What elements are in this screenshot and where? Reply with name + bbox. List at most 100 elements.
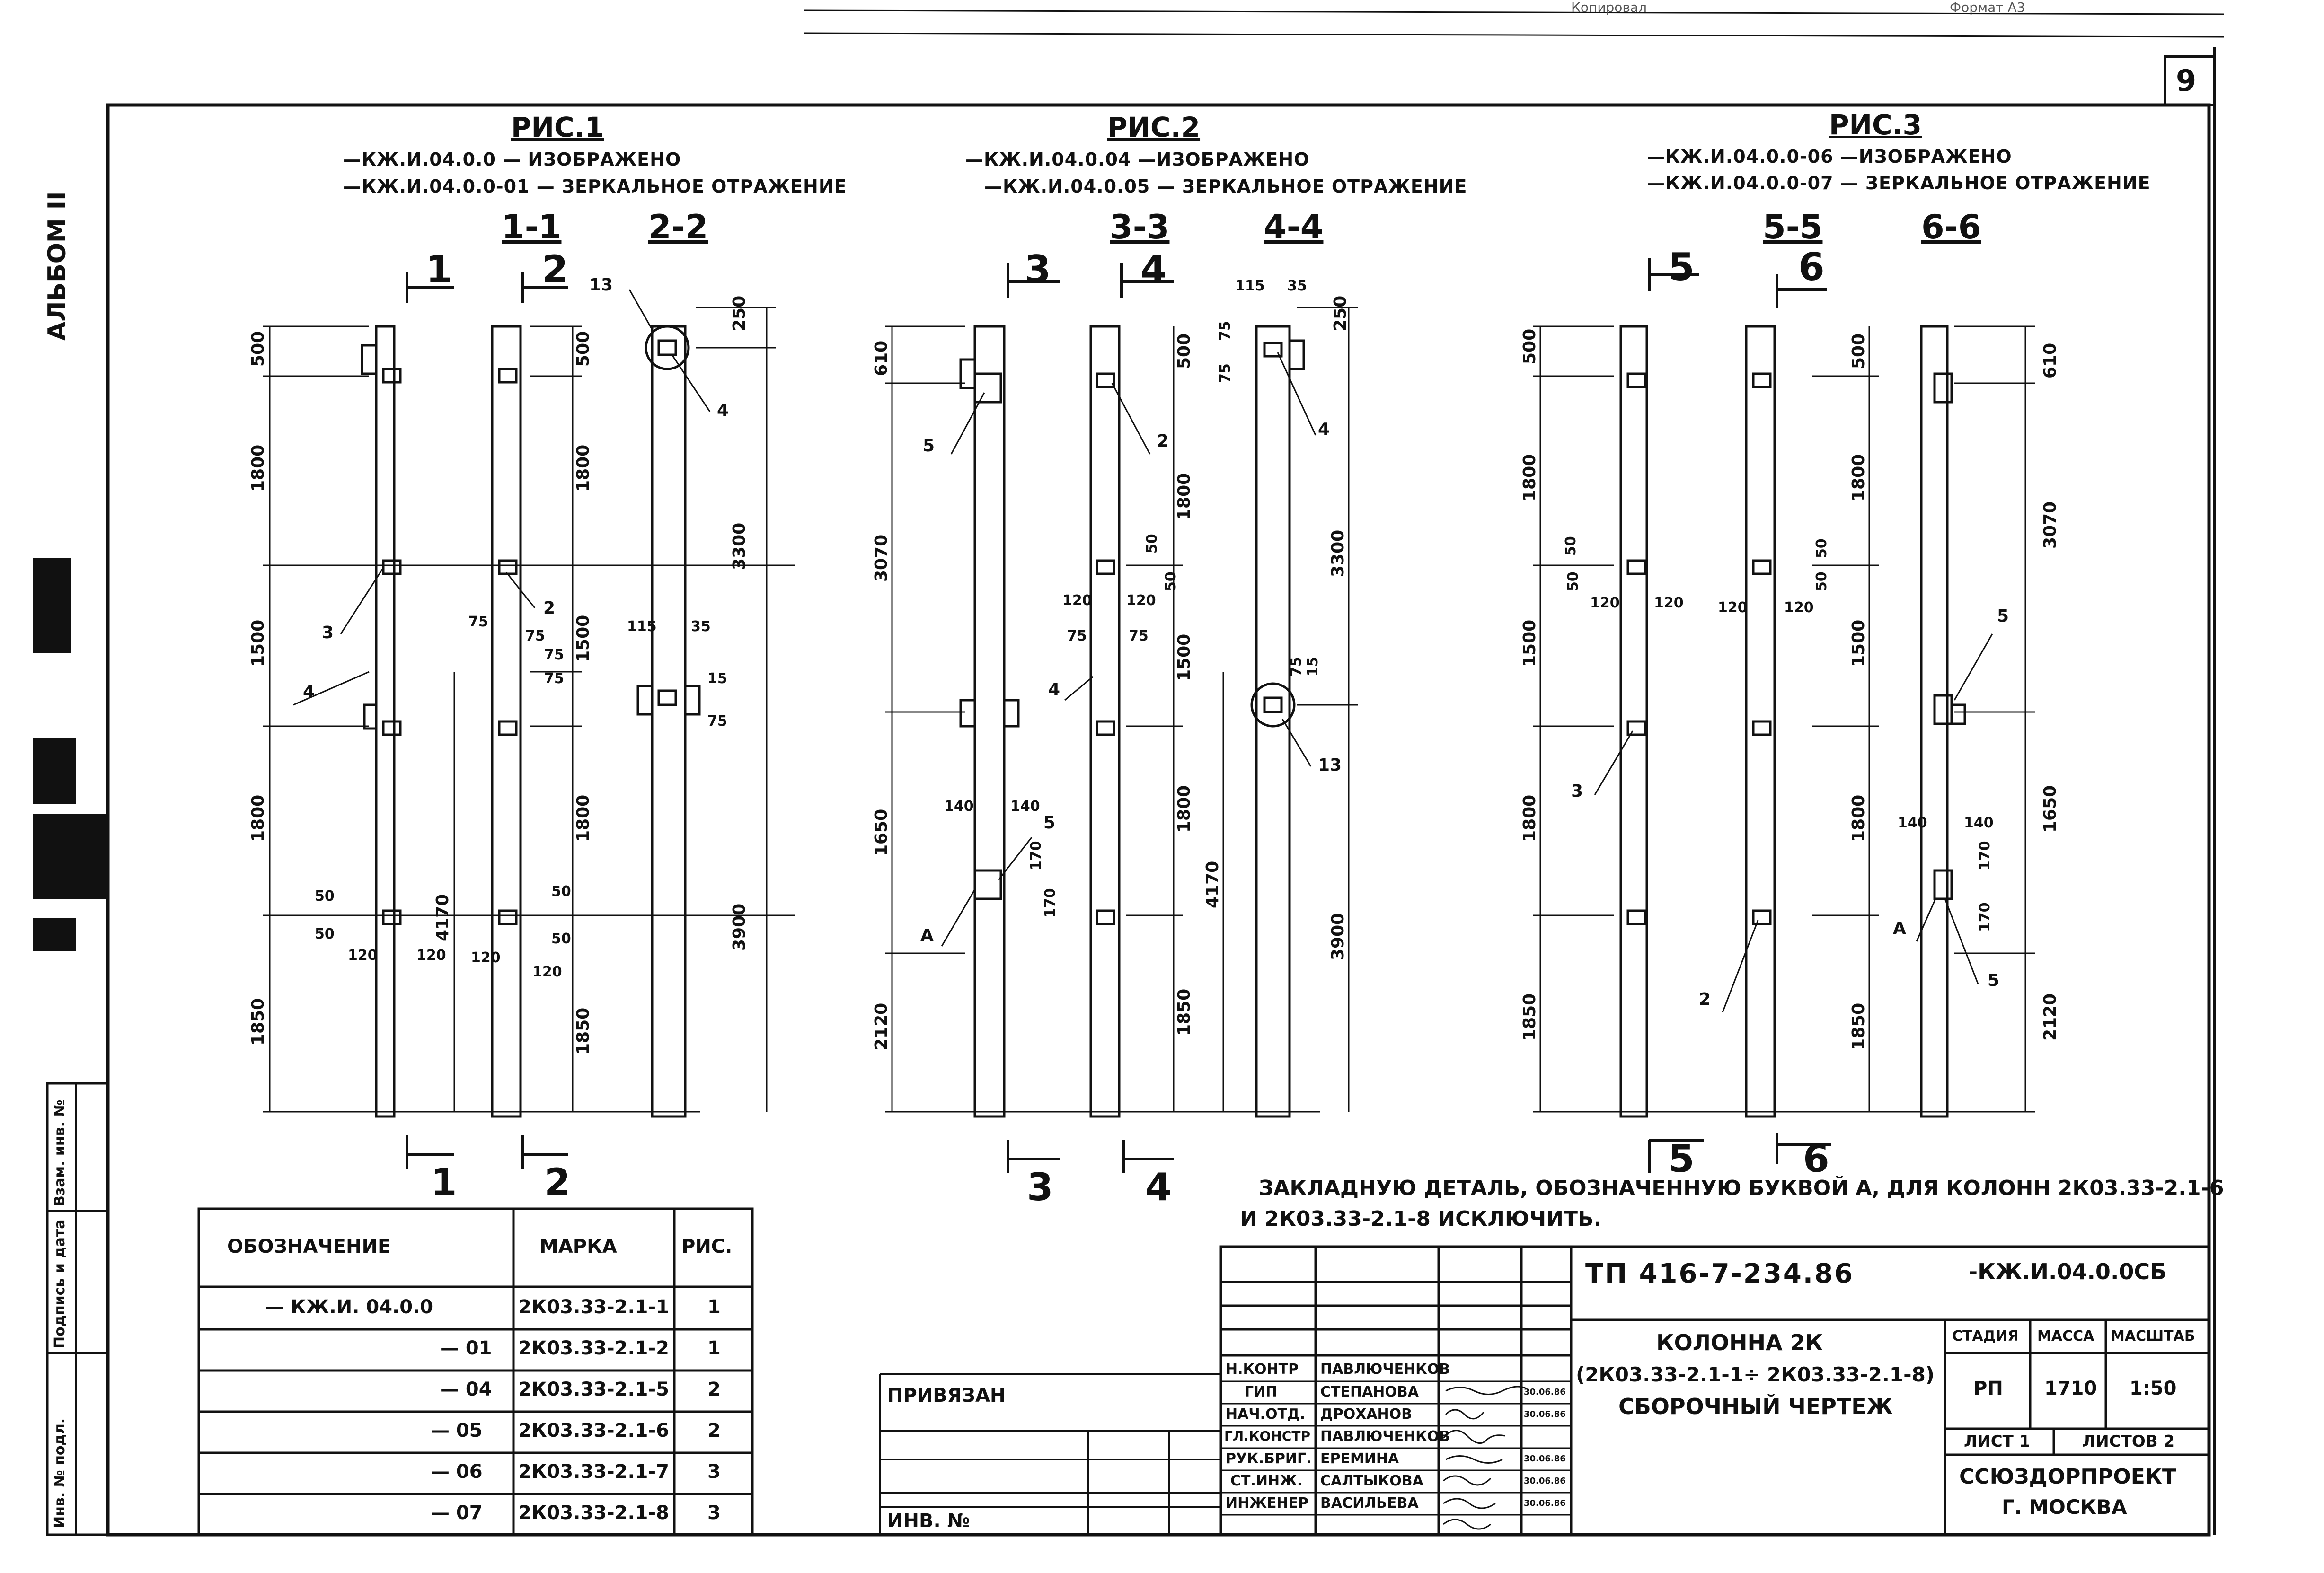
column-elevation-3 — [959, 325, 1020, 1118]
spec-row-4-mark: 2К03.33-2.1-6 — [518, 1420, 669, 1441]
fig1-section-a: 1-1 — [502, 208, 562, 246]
fig2-line2: —КЖ.И.04.0.05 — ЗЕРКАЛЬНОЕ ОТРАЖЕНИЕ — [984, 176, 1467, 197]
organization-city: Г. МОСКВА — [2002, 1495, 2127, 1519]
spec-row-4-fig: 2 — [707, 1420, 721, 1441]
dim-1800: 1800 — [248, 444, 268, 492]
dim-50: 50 — [1565, 571, 1582, 591]
dim-75: 75 — [544, 647, 564, 663]
spec-row-6-designation: — 07 — [431, 1502, 483, 1524]
spec-row-3-fig: 2 — [707, 1379, 721, 1400]
dim-75: 75 — [1129, 628, 1149, 644]
dim-1850: 1850 — [1849, 1002, 1868, 1050]
name-1: ПАВЛЮЧЕНКОВ — [1320, 1361, 1450, 1378]
cut-mark-4-top: 4 — [1140, 247, 1167, 291]
dim-75: 75 — [544, 670, 564, 687]
header-copied-label: Копировал — [1571, 0, 1647, 15]
dim-120: 120 — [532, 964, 562, 980]
dim-50: 50 — [315, 888, 335, 905]
dim-75: 75 — [468, 614, 488, 630]
spec-row-3-designation: — 04 — [440, 1379, 492, 1400]
dim-3070: 3070 — [2041, 501, 2060, 549]
spec-header-designation: ОБОЗНАЧЕНИЕ — [227, 1236, 391, 1257]
dim-610: 610 — [2041, 343, 2060, 378]
header-format-label: Формат А3 — [1950, 0, 2025, 15]
dim-1500: 1500 — [574, 615, 593, 662]
inv-number-label: ИНВ. № — [887, 1510, 970, 1532]
dim-500: 500 — [1849, 333, 1868, 369]
dim-3070: 3070 — [872, 534, 891, 582]
dim-1650: 1650 — [2041, 785, 2060, 833]
cut-mark-4-bottom: 4 — [1145, 1165, 1172, 1209]
callout-13: 13 — [589, 275, 613, 295]
margin-podpis: Подпись и дата — [52, 1219, 68, 1348]
album-label: АЛЬБОМ II — [43, 191, 71, 341]
dim-3300: 3300 — [730, 522, 749, 570]
dim-1500: 1500 — [1175, 633, 1194, 681]
sheet-label: ЛИСТ 1 — [1964, 1432, 2031, 1451]
scale-header: МАСШТАБ — [2111, 1328, 2195, 1345]
fig3-section-a: 5-5 — [1763, 208, 1823, 246]
dim-120: 120 — [416, 947, 446, 964]
dim-1850: 1850 — [248, 998, 268, 1046]
title-block-people-lines — [1221, 1380, 1571, 1516]
dim-120: 120 — [1784, 599, 1814, 616]
role-3: НАЧ.ОТД. — [1226, 1406, 1306, 1423]
cut-mark-6-top: 6 — [1798, 245, 1825, 289]
fig2-section-a: 3-3 — [1110, 208, 1170, 246]
title-block-lines — [1219, 1245, 2210, 1536]
dim-50: 50 — [551, 931, 571, 947]
callout-4: 4 — [1318, 420, 1330, 439]
dim-75: 75 — [1217, 363, 1234, 383]
dim-1850: 1850 — [574, 1007, 593, 1055]
dim-120: 120 — [471, 949, 501, 966]
dim-50: 50 — [1813, 538, 1830, 558]
fig1-line2: —КЖ.И.04.0.0-01 — ЗЕРКАЛЬНОЕ ОТРАЖЕНИЕ — [343, 176, 847, 197]
column-section-4-4 — [1250, 325, 1305, 1118]
name-2: СТЕПАНОВА — [1320, 1384, 1419, 1400]
spec-row-2-fig: 1 — [707, 1337, 721, 1359]
spec-header-mark: МАРКА — [539, 1236, 617, 1257]
fig1-line1: —КЖ.И.04.0.0 — ИЗОБРАЖЕНО — [343, 149, 681, 170]
dim-75: 75 — [707, 713, 727, 729]
column-section-3-3 — [1089, 325, 1121, 1118]
callout-5: 5 — [923, 436, 935, 456]
callout-5: 5 — [1043, 813, 1056, 833]
spec-table-lines — [197, 1207, 754, 1536]
spec-row-1-mark: 2К03.33-2.1-1 — [518, 1296, 669, 1318]
dim-1800: 1800 — [1520, 454, 1539, 501]
fig3-title: РИС.3 — [1829, 109, 1922, 141]
dim-115: 115 — [627, 618, 657, 635]
spec-row-6-mark: 2К03.33-2.1-8 — [518, 1502, 669, 1524]
dim-2120: 2120 — [2041, 993, 2060, 1041]
cut-mark-1-bottom: 1 — [431, 1160, 457, 1204]
cut-mark-3-bottom: 3 — [1027, 1165, 1053, 1209]
margin-inv-podl: Инв. № подл. — [52, 1418, 68, 1528]
dim-1800: 1800 — [574, 794, 593, 842]
callout-2: 2 — [543, 598, 556, 618]
fig3-line1: —КЖ.И.04.0.0-06 —ИЗОБРАЖЕНО — [1647, 146, 2012, 167]
date-5: 30.06.86 — [1524, 1454, 1566, 1464]
dim-140: 140 — [1010, 798, 1040, 815]
drawing-name-2: (2К03.33-2.1-1÷ 2К03.33-2.1-8) — [1576, 1363, 1935, 1386]
role-1: Н.КОНТР — [1226, 1361, 1299, 1378]
dim-50: 50 — [1563, 536, 1579, 556]
mass-value: 1710 — [2044, 1378, 2097, 1399]
dim-250: 250 — [1331, 295, 1350, 331]
dim-1500: 1500 — [1520, 619, 1539, 667]
role-6: СТ.ИНЖ. — [1230, 1473, 1303, 1489]
organization-name: ССЮЗДОРПРОЕКТ — [1959, 1465, 2176, 1489]
dim-120: 120 — [1062, 592, 1092, 609]
privyazan-lines — [879, 1373, 1221, 1535]
dim-2120: 2120 — [872, 1002, 891, 1050]
drawing-name-1: КОЛОННА 2К — [1656, 1330, 1823, 1355]
scale-value: 1:50 — [2130, 1378, 2177, 1399]
dim-50: 50 — [551, 883, 571, 900]
project-number: ТП 416-7-234.86 — [1585, 1258, 1855, 1289]
dim-500: 500 — [248, 331, 268, 367]
margin-vzam: Взам. инв. № — [52, 1099, 68, 1206]
dim-1800: 1800 — [574, 444, 593, 492]
date-2: 30.06.86 — [1524, 1387, 1566, 1397]
dim-1850: 1850 — [1175, 988, 1194, 1036]
